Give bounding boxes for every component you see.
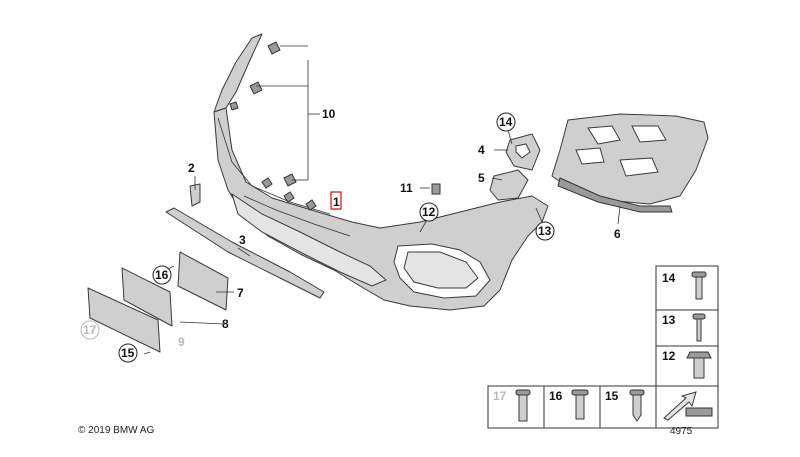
legend-13[interactable]: 13 [655, 309, 719, 347]
bracket-5[interactable] [489, 169, 529, 201]
diagram-id-label: 4975 [670, 426, 693, 437]
callout-10[interactable]: 10 [322, 107, 336, 121]
callout-8[interactable]: 8 [222, 317, 229, 331]
callout-12-circle [419, 202, 439, 222]
callout-3[interactable]: 3 [239, 233, 246, 247]
callout-11[interactable]: 11 [400, 181, 413, 195]
legend-12[interactable]: 12 [655, 345, 719, 387]
callout-9[interactable]: 9 [178, 335, 185, 349]
callout-16-circle [152, 265, 172, 285]
legend-14-label: 14 [662, 271, 676, 285]
legend-13-label: 13 [662, 313, 676, 327]
callout-13[interactable]: 13 [538, 224, 552, 238]
callout-17[interactable]: 17 [83, 323, 97, 337]
upper-clips[interactable] [229, 41, 297, 187]
copyright-text: © 2019 BMW AG [78, 425, 155, 436]
callout-15-circle [118, 343, 138, 363]
callout-6[interactable]: 6 [614, 227, 621, 241]
callout-14-circle [496, 112, 516, 132]
bumper-cover[interactable] [213, 33, 549, 311]
callout-1-highlight [330, 191, 342, 210]
legend-15[interactable]: 15 [599, 385, 657, 429]
legend-16[interactable]: 16 [543, 385, 601, 429]
callout-7[interactable]: 7 [237, 286, 244, 300]
callout-15[interactable]: 15 [121, 346, 135, 360]
legend-17[interactable]: 17 [487, 385, 545, 429]
bracket-2[interactable] [189, 183, 201, 207]
legend-14[interactable]: 14 [655, 265, 719, 311]
legend-17-label: 17 [493, 389, 507, 403]
legend-arrow [655, 385, 719, 429]
callout-2[interactable]: 2 [188, 161, 195, 175]
plate-9[interactable] [87, 287, 161, 353]
callout-1[interactable]: 1 [333, 195, 340, 209]
carrier-6[interactable] [551, 113, 709, 213]
callout-13-circle [535, 221, 555, 241]
legend-16-label: 16 [549, 389, 563, 403]
callout-5[interactable]: 5 [478, 171, 485, 185]
callout-17-circle [80, 320, 100, 340]
callout-16[interactable]: 16 [155, 268, 169, 282]
callout-12[interactable]: 12 [422, 205, 436, 219]
clip-11[interactable] [431, 183, 441, 195]
legend-15-label: 15 [605, 389, 619, 403]
plate-7[interactable] [177, 251, 229, 311]
callout-4[interactable]: 4 [478, 143, 485, 157]
callout-14[interactable]: 14 [499, 115, 513, 129]
legend-12-label: 12 [662, 349, 676, 363]
plate-8[interactable] [121, 267, 173, 327]
